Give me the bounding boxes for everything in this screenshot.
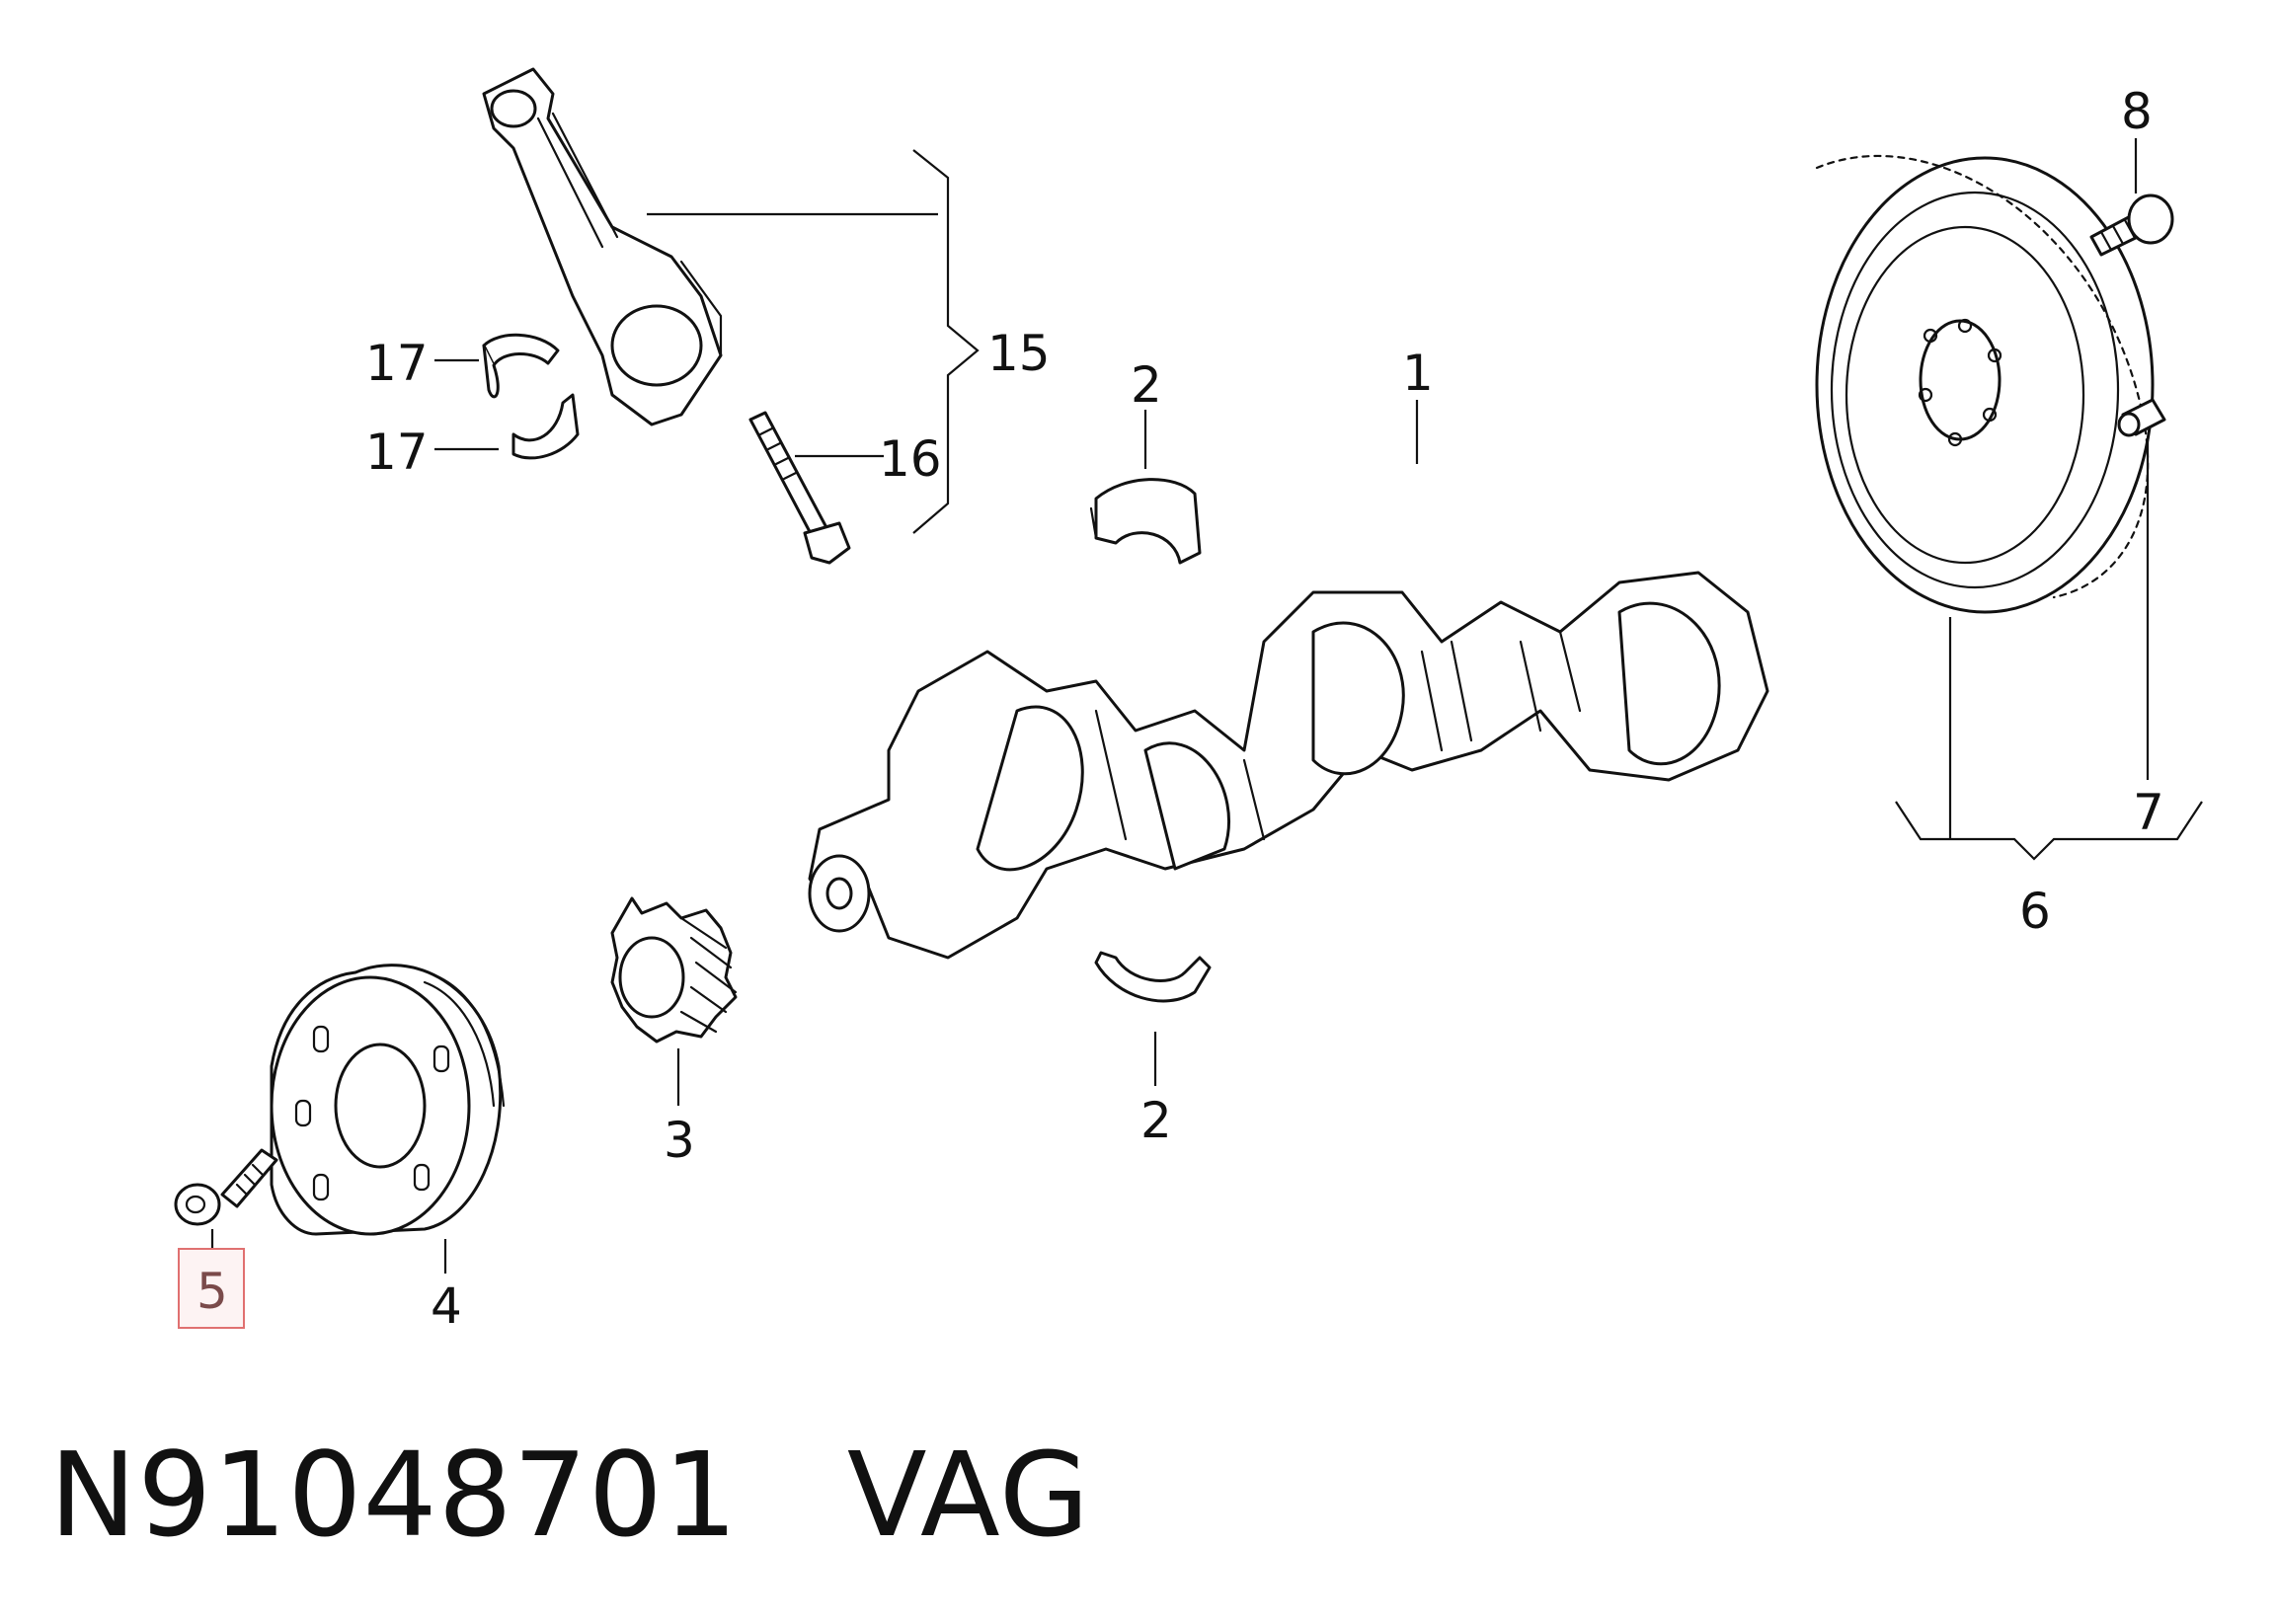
- callouts: 1 2 2 3 4 5 6 7 8 15 16 17 17: [196, 83, 2164, 1335]
- part-number: N91048701: [49, 1427, 739, 1563]
- highlight-box: [178, 1248, 245, 1329]
- leader-lines: [210, 138, 2203, 1274]
- flywheel-bolt: [2089, 193, 2174, 257]
- callout-7[interactable]: 7: [2133, 784, 2164, 841]
- callout-6[interactable]: 6: [2019, 883, 2051, 940]
- callout-5[interactable]: 5: [196, 1263, 228, 1320]
- callout-17-bottom[interactable]: 17: [365, 424, 429, 481]
- callout-17-top[interactable]: 17: [365, 335, 429, 392]
- crankshaft: [808, 571, 1769, 960]
- callout-15[interactable]: 15: [987, 325, 1051, 382]
- brand-name: VAG: [846, 1427, 1091, 1563]
- crankshaft-pulley: [270, 964, 506, 1236]
- callout-1[interactable]: 1: [1402, 345, 1434, 402]
- conrod-bearing-upper: [482, 333, 560, 399]
- callout-16[interactable]: 16: [879, 430, 942, 488]
- connecting-rod: [482, 67, 723, 426]
- callout-8[interactable]: 8: [2121, 83, 2153, 140]
- callout-2-bottom[interactable]: 2: [1140, 1092, 1172, 1149]
- pulley-bolt: [174, 1148, 278, 1226]
- conrod-bearing-lower: [511, 393, 580, 460]
- callout-4[interactable]: 4: [431, 1277, 462, 1335]
- main-bearing-lower: [1094, 951, 1212, 1003]
- part-number-footer: N91048701 VAG: [49, 1427, 1090, 1563]
- crankshaft-sprocket: [610, 896, 738, 1044]
- dowel-pin: [2117, 398, 2166, 437]
- callout-2-top[interactable]: 2: [1131, 356, 1162, 414]
- conrod-bolt: [748, 411, 851, 565]
- main-bearing-upper: [1089, 478, 1202, 565]
- callout-3[interactable]: 3: [664, 1112, 695, 1169]
- flywheel: [1815, 154, 2155, 614]
